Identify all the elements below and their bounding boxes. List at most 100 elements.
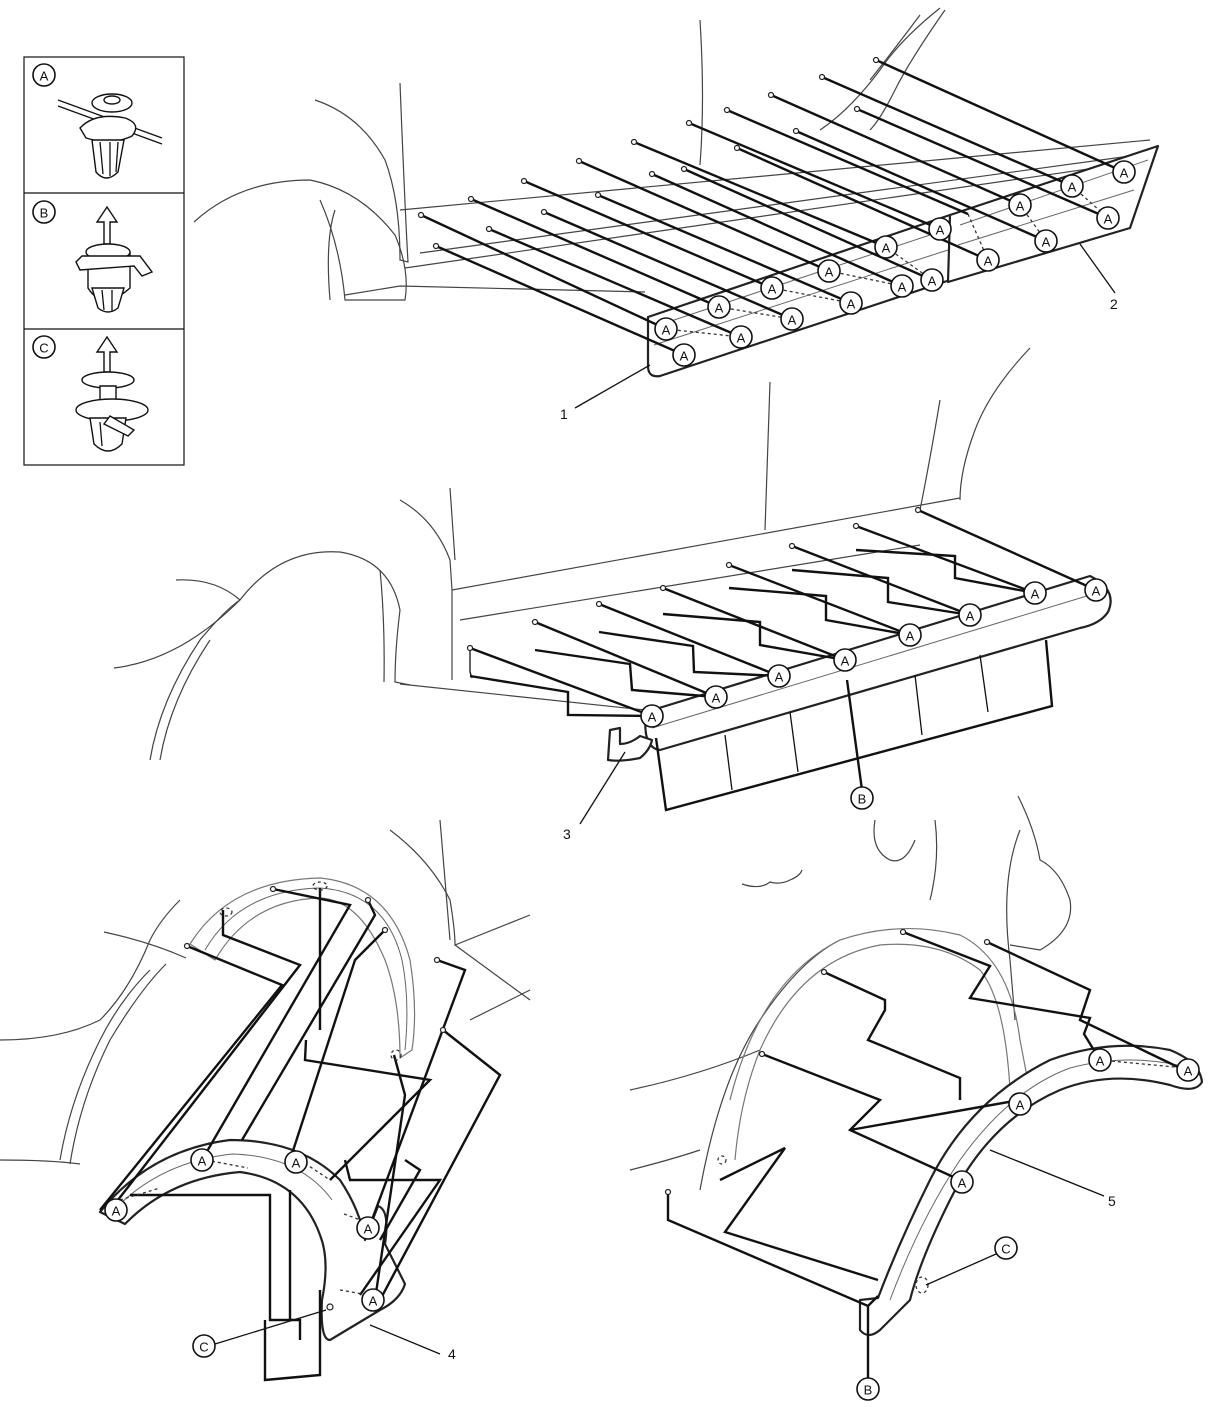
clip-callout-a: A — [356, 1216, 380, 1240]
legend-label-a: A — [32, 63, 56, 87]
svg-text:A: A — [928, 274, 937, 289]
svg-text:C: C — [1001, 1242, 1010, 1257]
svg-text:A: A — [841, 654, 850, 669]
side-sill-molding-rear — [946, 144, 1160, 284]
svg-text:A: A — [364, 1222, 373, 1237]
svg-text:A: A — [1184, 1064, 1193, 1079]
legend-label-b: B — [32, 200, 56, 224]
view3-body-holes — [183, 885, 447, 1311]
part-1-leader — [574, 364, 651, 409]
clip-callout-c: C — [192, 1334, 216, 1358]
svg-text:A: A — [292, 1156, 301, 1171]
clip-callout-a: A — [958, 603, 982, 627]
svg-text:A: A — [198, 1154, 207, 1169]
svg-text:A: A — [1042, 235, 1051, 250]
svg-text:A: A — [958, 1176, 967, 1191]
clip-callout-a: A — [833, 648, 857, 672]
clip-callout-a: A — [780, 307, 804, 331]
view4-leader-lines — [666, 930, 1181, 1380]
clip-callout-c: C — [994, 1236, 1018, 1260]
legend-clip-b: B — [32, 200, 154, 313]
svg-text:A: A — [847, 297, 856, 312]
part-number-1: 1 — [560, 406, 568, 422]
view1-clip-callouts: A A A A A A A A A A A A A A A A A A — [654, 160, 1136, 367]
wheel-arch-flare-rear — [858, 1044, 1204, 1337]
clip-callout-a: A — [1034, 229, 1058, 253]
svg-text:A: A — [712, 691, 721, 706]
view-side-skirt: A A A A A A A A B 3 — [113, 347, 1112, 842]
clip-callout-a: A — [707, 295, 731, 319]
part-number-2: 2 — [1110, 296, 1118, 312]
svg-text:A: A — [680, 349, 689, 364]
part-4-leader — [369, 1324, 441, 1355]
view2-clip-callouts: A A A A A A A A B — [640, 578, 1108, 810]
svg-text:C: C — [199, 1340, 208, 1355]
clip-callout-a: A — [704, 685, 728, 709]
part-number-4: 4 — [448, 1346, 456, 1362]
part-5-leader — [989, 1149, 1105, 1197]
view2-body-holes — [466, 506, 922, 652]
clip-callout-a: A — [760, 276, 784, 300]
clip-callout-b: B — [850, 786, 874, 810]
clip-callout-a: A — [729, 325, 753, 349]
wheel-arch-flare-front — [98, 1138, 407, 1342]
svg-text:A: A — [1016, 1098, 1025, 1113]
clip-callout-a: A — [1176, 1058, 1200, 1082]
clip-c-leader — [925, 1253, 997, 1286]
view3-clip-callouts: A A A A A C — [104, 1148, 385, 1358]
clip-callout-b: B — [856, 1377, 880, 1401]
clip-callout-a: A — [767, 664, 791, 688]
clip-callout-a: A — [284, 1150, 308, 1174]
view-front-wheel-arch: A A A A A C 4 — [0, 819, 531, 1382]
clip-callout-a: A — [1096, 206, 1120, 230]
push-clip-c-icon — [75, 335, 149, 452]
svg-text:A: A — [715, 301, 724, 316]
clip-c-leader — [214, 1309, 327, 1345]
view4-clip-callouts: A A A A C B — [856, 1048, 1200, 1401]
clip-callout-a: A — [361, 1288, 385, 1312]
svg-text:A: A — [788, 313, 797, 328]
svg-text:A: A — [737, 331, 746, 346]
clip-callout-a: A — [898, 623, 922, 647]
wheel-arch-liner-rear — [729, 927, 1031, 1161]
svg-text:A: A — [768, 282, 777, 297]
view4-dashed-links — [717, 1059, 1187, 1294]
clip-callout-a: A — [928, 217, 952, 241]
legend-label-c: C — [32, 335, 56, 359]
svg-text:C: C — [39, 341, 48, 356]
push-clip-a-icon — [57, 93, 163, 179]
part-number-5: 5 — [1108, 1193, 1116, 1209]
clip-callout-a: A — [640, 704, 664, 728]
view1-body-holes — [417, 56, 880, 250]
svg-text:A: A — [40, 69, 49, 84]
up-arrow-icon — [95, 335, 119, 373]
view1-leader-lines — [420, 58, 1125, 357]
clip-callout-a: A — [920, 268, 944, 292]
svg-text:A: A — [984, 254, 993, 269]
svg-text:A: A — [966, 609, 975, 624]
legend-clip-a: A — [32, 63, 163, 179]
clip-callout-a: A — [1112, 160, 1136, 184]
clip-callout-a: A — [1084, 578, 1108, 602]
part-number-3: 3 — [563, 826, 571, 842]
clip-callout-a: A — [1008, 1092, 1032, 1116]
part-3-leader — [579, 751, 626, 825]
clip-legend: A B — [23, 56, 185, 466]
svg-text:A: A — [882, 241, 891, 256]
part-2-leader — [1079, 243, 1116, 294]
clip-callout-a: A — [976, 248, 1000, 272]
view-rear-wheel-arch: A A A A C B 5 — [629, 795, 1204, 1401]
wheel-arch-liner-front — [189, 877, 416, 1059]
clip-callout-a: A — [1008, 193, 1032, 217]
clip-callout-a: A — [1088, 1048, 1112, 1072]
clip-callout-a: A — [839, 291, 863, 315]
clip-callout-a: A — [672, 343, 696, 367]
clip-callout-a: A — [190, 1148, 214, 1172]
svg-text:A: A — [936, 223, 945, 238]
clip-callout-a: A — [817, 259, 841, 283]
svg-text:A: A — [112, 1204, 121, 1219]
svg-text:B: B — [40, 206, 49, 221]
view-side-sill-molding: A A A A A A A A A A A A A A A A A A 1 2 — [193, 7, 1160, 422]
up-arrow-icon — [95, 205, 119, 245]
